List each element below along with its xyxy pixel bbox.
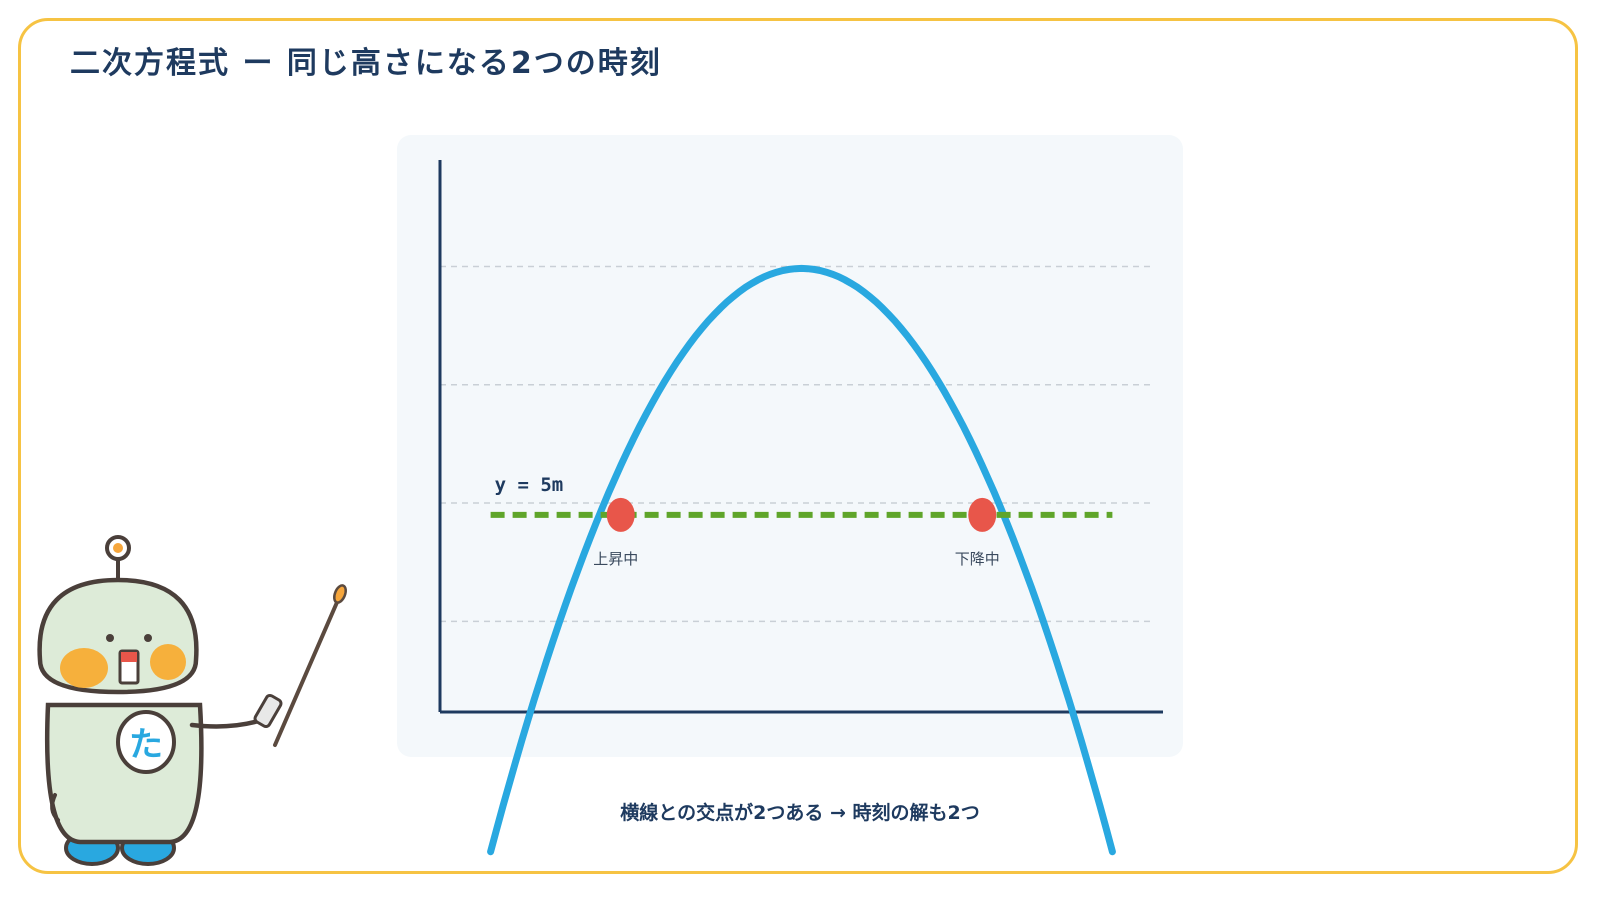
page-title: 二次方程式 ー 同じ高さになる2つの時刻	[70, 46, 662, 81]
robot-right-eye	[144, 634, 152, 642]
robot-left-eye	[106, 634, 114, 642]
robot-tongue	[121, 652, 137, 662]
intersection-point-1	[606, 497, 635, 532]
robot-right-cheek	[150, 644, 186, 680]
robot-badge	[116, 710, 176, 774]
parabola-curve	[487, 264, 1116, 856]
intersection-points: 上昇中 下降中	[593, 497, 1000, 568]
robot-antenna-light	[113, 543, 123, 553]
robot-hand	[253, 693, 283, 729]
robot-left-cheek	[60, 648, 108, 688]
robot-mascot: た	[37, 535, 347, 866]
threshold-label: y = 5m	[495, 474, 564, 496]
intersection-label-1: 上昇中	[593, 550, 638, 568]
pointer-stick	[273, 598, 340, 747]
gridlines	[440, 265, 1153, 623]
robot-left-arm	[50, 793, 60, 822]
caption: 横線との交点が2つある → 時刻の解も2つ	[620, 802, 980, 824]
pointer-tip	[333, 584, 347, 604]
intersection-label-2: 下降中	[955, 550, 1000, 568]
robot-badge-text: た	[129, 725, 163, 765]
intersection-point-2	[968, 497, 997, 532]
